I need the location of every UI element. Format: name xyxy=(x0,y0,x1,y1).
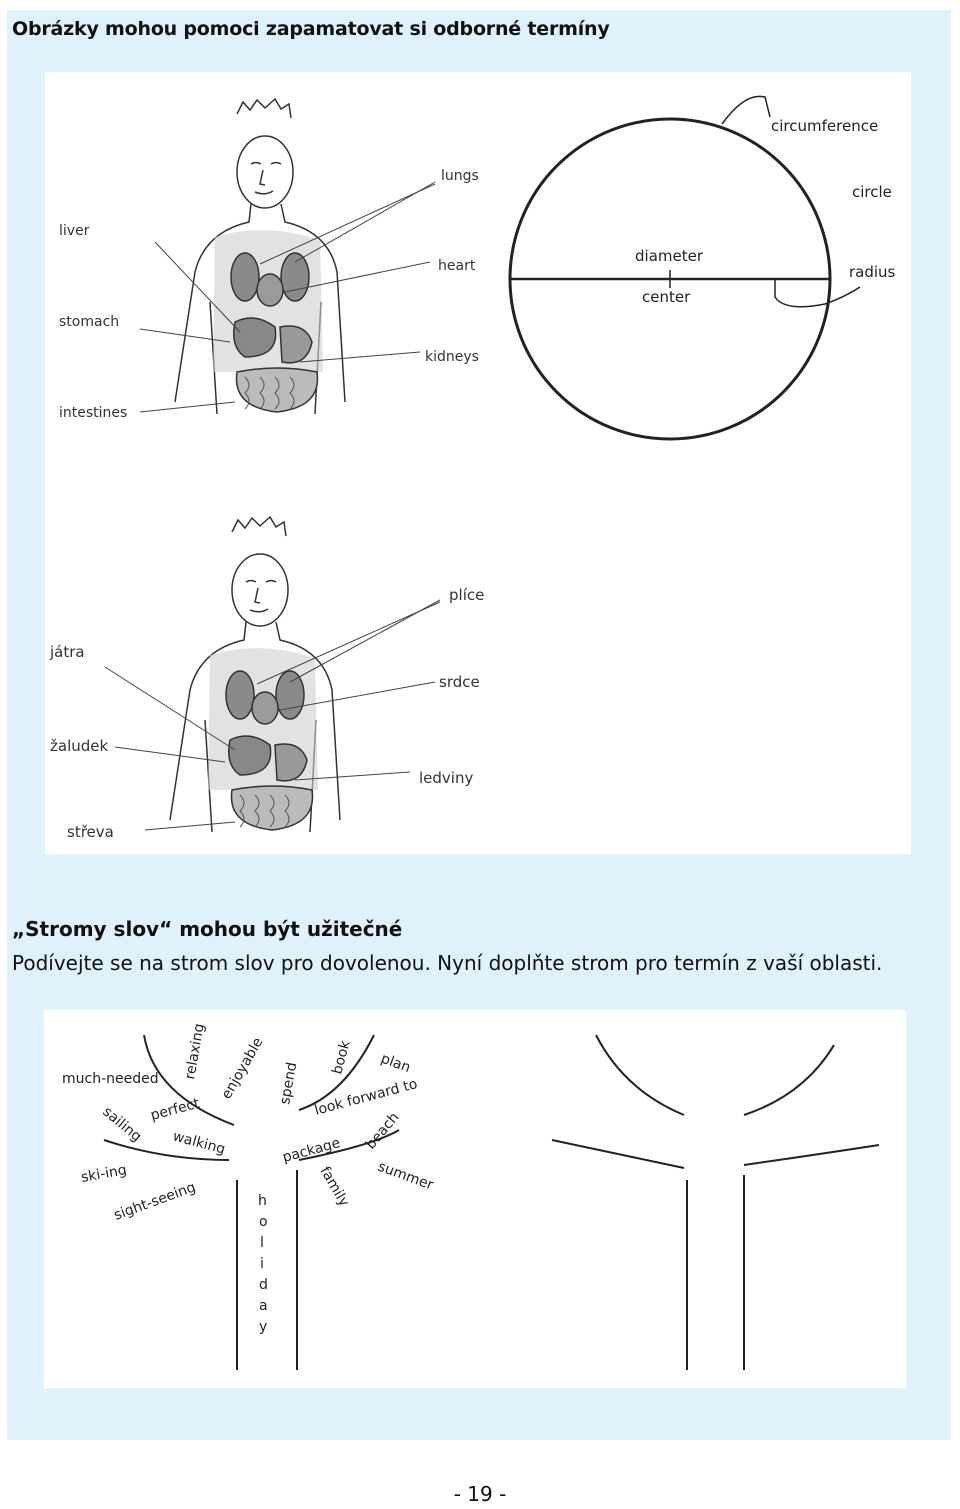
word-sight-seeing: sight-seeing xyxy=(112,1179,198,1223)
label-lungs: lungs xyxy=(441,168,479,184)
word-enjoyable: enjoyable xyxy=(219,1035,267,1102)
circle-labels: circumference circle diameter radius cen… xyxy=(635,117,896,306)
label-jatra: játra xyxy=(49,643,85,661)
trunk-letter: y xyxy=(259,1319,267,1335)
word-look-forward-to: look forward to xyxy=(313,1076,419,1119)
labels-czech: plíce játra srdce žaludek ledviny střeva xyxy=(49,586,484,841)
word-summer: summer xyxy=(376,1159,436,1194)
organs-circle-figure: lungs liver heart stomach kidneys intest… xyxy=(45,72,911,854)
leader-lines-czech xyxy=(104,599,441,831)
word-tree-figure: relaxing much-needed perfect enjoyable s… xyxy=(44,1010,906,1388)
label-center: center xyxy=(642,288,691,306)
label-streva: střeva xyxy=(67,823,114,841)
label-stomach: stomach xyxy=(59,314,119,330)
word-much-needed: much-needed xyxy=(62,1071,159,1087)
word-relaxing: relaxing xyxy=(182,1022,208,1080)
label-intestines: intestines xyxy=(59,405,127,421)
circle-diagram xyxy=(508,95,861,441)
trunk-letter: h xyxy=(258,1193,267,1209)
body-figure-english xyxy=(174,97,346,415)
label-zaludek: žaludek xyxy=(50,737,108,755)
label-kidneys: kidneys xyxy=(425,349,479,365)
trunk-letter: d xyxy=(259,1277,268,1293)
word-tree-empty xyxy=(551,1034,880,1370)
word-sailing: sailing xyxy=(99,1104,144,1145)
trunk-letter: l xyxy=(260,1235,264,1251)
label-srdce: srdce xyxy=(439,673,480,691)
word-plan: plan xyxy=(379,1051,413,1076)
word-tree-example xyxy=(103,1034,400,1370)
word-spend: spend xyxy=(277,1061,300,1106)
word-skiing: ski-ing xyxy=(80,1162,128,1186)
label-circle: circle xyxy=(852,183,892,201)
section-title: „Stromy slov“ mohou být užitečné xyxy=(12,917,403,941)
label-radius: radius xyxy=(849,263,896,281)
word-book: book xyxy=(329,1038,354,1076)
label-diameter: diameter xyxy=(635,247,704,265)
word-tree-words: relaxing much-needed perfect enjoyable s… xyxy=(62,1022,436,1335)
trunk-word-holiday: h o l i d a y xyxy=(258,1193,268,1335)
trunk-letter: o xyxy=(259,1214,268,1230)
label-circumference: circumference xyxy=(771,117,878,135)
body-figure-czech xyxy=(169,515,341,833)
section-instructions: Podívejte se na strom slov pro dovolenou… xyxy=(12,951,883,975)
trunk-letter: i xyxy=(260,1256,264,1272)
page-title: Obrázky mohou pomoci zapamatovat si odbo… xyxy=(12,18,610,40)
trunk-letter: a xyxy=(259,1298,268,1314)
label-heart: heart xyxy=(438,258,476,274)
word-family: family xyxy=(317,1164,352,1209)
word-package: package xyxy=(281,1135,342,1166)
label-liver: liver xyxy=(59,223,90,239)
page-number: - 19 - xyxy=(453,1482,507,1506)
labels-english: lungs liver heart stomach kidneys intest… xyxy=(59,168,479,421)
word-perfect: perfect xyxy=(149,1095,202,1124)
label-ledviny: ledviny xyxy=(419,769,473,787)
leader-lines-english xyxy=(139,181,436,413)
word-walking: walking xyxy=(171,1128,227,1157)
label-plice: plíce xyxy=(449,586,484,604)
